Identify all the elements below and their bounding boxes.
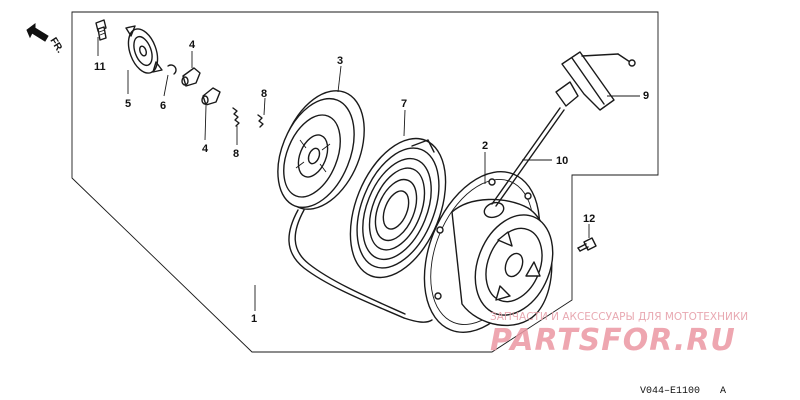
- callout-4-upper: 4: [189, 39, 196, 51]
- part-4-ratchet-pawl-lower: [201, 87, 221, 106]
- callout-9: 9: [643, 90, 649, 102]
- callout-11: 11: [94, 61, 106, 73]
- diagram-code: V044–E1100 A: [640, 386, 726, 397]
- orientation-label: FR.: [47, 36, 65, 56]
- part-3-starter-reel: [277, 90, 365, 210]
- part-1-starter-rope: [288, 209, 433, 323]
- callout-1: 1: [251, 313, 257, 325]
- part-11-setting-bolt: [95, 19, 107, 41]
- callout-4-lower: 4: [202, 143, 209, 155]
- watermark-brand: PARTSFOR.RU: [490, 323, 736, 358]
- part-4-ratchet-pawl-upper: [181, 67, 201, 87]
- part-8-pawl-spring-right: [257, 114, 264, 128]
- part-10-grip-rope: [491, 107, 565, 207]
- leader-lines: [97, 37, 640, 311]
- part-5-friction-plate: [125, 25, 163, 74]
- part-8-pawl-spring-left: [232, 107, 240, 127]
- diagram-code-text: V044–E1100: [640, 386, 700, 397]
- part-12-flange-bolt: [577, 237, 597, 252]
- callout-3: 3: [337, 55, 343, 67]
- diagram-code-suffix: A: [720, 386, 726, 397]
- part-9-starter-grip: [555, 51, 636, 111]
- callout-6: 6: [160, 100, 166, 112]
- front-direction-arrow-icon: FR.: [26, 23, 65, 56]
- watermark-tagline: ЗАПЧАСТИ И АКСЕССУАРЫ ДЛЯ МОТОТЕХНИКИ: [490, 311, 748, 323]
- watermark: ЗАПЧАСТИ И АКСЕССУАРЫ ДЛЯ МОТОТЕХНИКИ PA…: [490, 311, 748, 358]
- assembly-outline: [71, 11, 659, 353]
- callout-5: 5: [125, 98, 131, 110]
- callout-labels: 11 5 6 4 4 8 8 3 7 2 10 9 12 1: [94, 39, 649, 325]
- callout-2: 2: [482, 140, 488, 152]
- callout-8-left: 8: [233, 148, 239, 160]
- callout-10: 10: [556, 155, 568, 167]
- callout-8-right: 8: [261, 88, 267, 100]
- part-2-starter-case: [423, 171, 554, 333]
- callout-7: 7: [401, 98, 407, 110]
- callout-12: 12: [583, 213, 595, 225]
- part-6-circlip: [167, 64, 177, 75]
